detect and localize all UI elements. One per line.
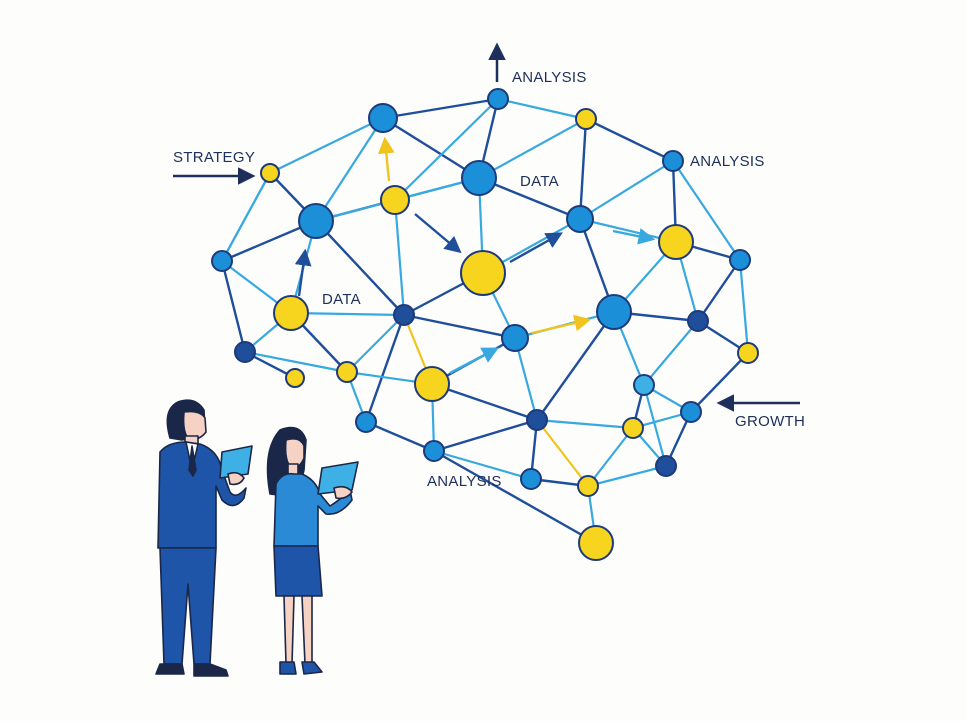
network-edge xyxy=(535,418,590,488)
network-edge xyxy=(578,117,588,221)
network-nodes xyxy=(211,88,759,561)
flow-arrow-icon xyxy=(414,213,462,254)
blue-node xyxy=(487,88,509,110)
blue-node xyxy=(211,250,233,272)
network-edge xyxy=(314,116,385,223)
blue-node xyxy=(461,160,497,196)
network-edge xyxy=(671,159,742,262)
blue-node xyxy=(234,341,256,363)
tablet-icon xyxy=(317,461,359,495)
yellow-node xyxy=(380,185,410,215)
network-edge xyxy=(314,219,406,317)
network-edge xyxy=(696,258,742,323)
blue-node xyxy=(655,455,677,477)
network-edge xyxy=(432,449,533,481)
flow-arrow-icon xyxy=(294,248,312,297)
network-edge xyxy=(477,176,582,221)
blue-node xyxy=(526,409,548,431)
flow-arrow-icon xyxy=(531,314,592,335)
network-edge xyxy=(381,116,481,180)
network-edge xyxy=(345,313,406,374)
network-edge xyxy=(393,97,500,202)
network-edge xyxy=(402,313,517,340)
blue-node xyxy=(662,150,684,172)
network-edge xyxy=(381,97,500,120)
network-edge xyxy=(477,117,588,180)
network-edge xyxy=(496,97,588,121)
network-edge xyxy=(268,116,385,175)
blue-node xyxy=(423,440,445,462)
network-edge xyxy=(578,159,675,221)
yellow-node xyxy=(577,475,599,497)
network-edge xyxy=(586,426,635,488)
network-edge xyxy=(220,171,272,263)
network-edge xyxy=(243,350,349,374)
analysis-bottom-label: ANALYSIS xyxy=(427,473,502,490)
network-edge xyxy=(513,336,539,422)
growth-label: GROWTH xyxy=(735,413,805,430)
yellow-node xyxy=(285,368,305,388)
network-edge xyxy=(586,464,668,488)
blue-node xyxy=(687,310,709,332)
data-left-label: DATA xyxy=(322,291,361,308)
blue-node xyxy=(298,203,334,239)
blue-node xyxy=(566,205,594,233)
network-edge xyxy=(432,418,539,453)
analysis-top-label: ANALYSIS xyxy=(512,69,587,86)
blue-node xyxy=(393,304,415,326)
analysis-right-label: ANALYSIS xyxy=(690,153,765,170)
network-edge xyxy=(535,310,616,422)
two-business-people-icon xyxy=(155,399,359,677)
tablet-icon xyxy=(219,445,253,479)
blue-node xyxy=(680,401,702,423)
yellow-node xyxy=(460,250,506,296)
network-edge xyxy=(289,311,406,317)
blue-node xyxy=(729,249,751,271)
businesswoman-figure xyxy=(266,426,359,675)
network-edge xyxy=(689,351,750,414)
network-edge xyxy=(584,117,675,163)
network-edge xyxy=(642,383,668,468)
blue-node xyxy=(355,411,377,433)
blue-node xyxy=(368,103,398,133)
yellow-node xyxy=(622,417,644,439)
network-edge xyxy=(364,313,406,424)
flow-arrow-icon xyxy=(449,347,499,375)
network-edge xyxy=(430,382,539,422)
yellow-node xyxy=(260,163,280,183)
network-edge xyxy=(364,420,436,453)
yellow-node xyxy=(336,361,358,383)
yellow-node xyxy=(737,342,759,364)
network-labels: ANALYSIS ANALYSIS ANALYSIS STRATEGY DATA… xyxy=(173,69,805,490)
network-edge xyxy=(642,319,700,387)
flow-arrow-icon xyxy=(509,232,563,264)
network-flow-arrows xyxy=(294,136,656,375)
yellow-node xyxy=(414,366,450,402)
yellow-node xyxy=(273,295,309,331)
network-edge xyxy=(535,418,635,430)
outer-arrows xyxy=(173,42,800,412)
network-edge xyxy=(220,259,247,354)
network-edge xyxy=(432,449,598,545)
network-edge xyxy=(393,198,406,317)
blue-node xyxy=(596,294,632,330)
yellow-node xyxy=(575,108,597,130)
yellow-node xyxy=(578,525,614,561)
businessman-figure xyxy=(155,399,253,677)
strategy-label: STRATEGY xyxy=(173,149,255,166)
data-center-label: DATA xyxy=(520,173,559,190)
flow-arrow-icon xyxy=(377,136,395,182)
blue-node xyxy=(520,468,542,490)
network-edge xyxy=(738,258,750,355)
blue-node xyxy=(633,374,655,396)
yellow-node xyxy=(658,224,694,260)
blue-node xyxy=(501,324,529,352)
flow-arrow-icon xyxy=(612,228,656,245)
